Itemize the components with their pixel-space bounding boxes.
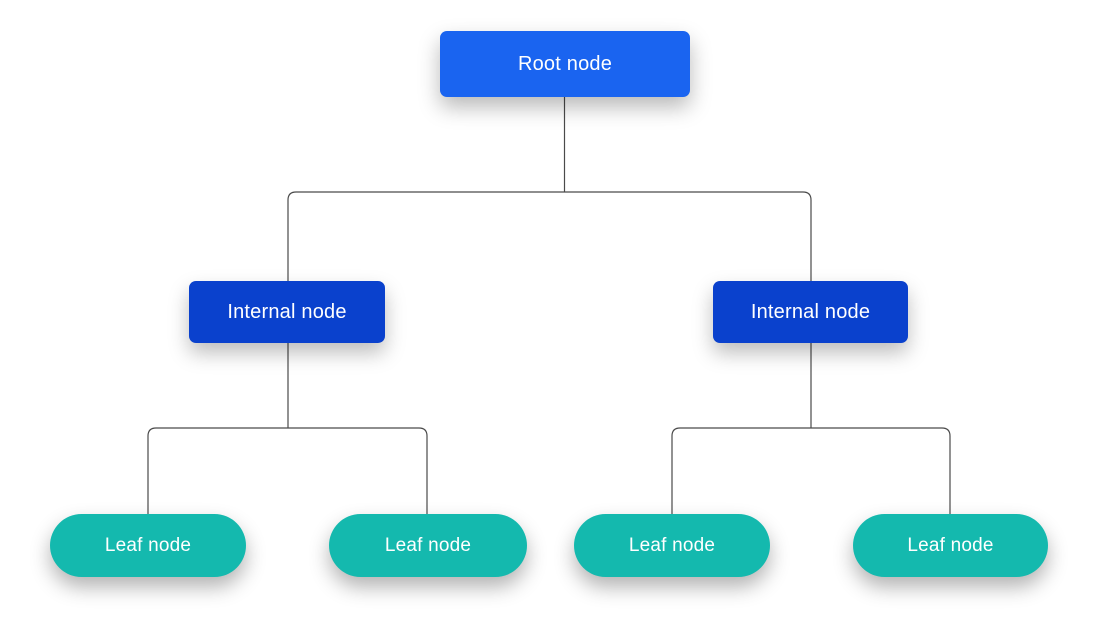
leaf-node-1-label: Leaf node xyxy=(104,534,192,556)
root-node-label: Root node xyxy=(517,52,613,75)
leaf-node-3-label: Leaf node xyxy=(628,534,716,556)
internal-node-right: Internal node xyxy=(713,281,908,343)
internal-node-left: Internal node xyxy=(189,281,385,343)
connector-right-leaf-bracket xyxy=(671,427,951,514)
root-node: Root node xyxy=(440,31,690,97)
leaf-node-3: Leaf node xyxy=(574,514,770,577)
leaf-node-1: Leaf node xyxy=(50,514,246,577)
leaf-node-4-label: Leaf node xyxy=(907,534,994,556)
leaf-node-2: Leaf node xyxy=(329,514,527,577)
leaf-node-4: Leaf node xyxy=(853,514,1048,577)
leaf-node-2-label: Leaf node xyxy=(384,534,472,556)
internal-node-left-label: Internal node xyxy=(227,300,347,323)
connector-left-leaf-bracket xyxy=(147,427,428,514)
connector-level1-bracket xyxy=(287,191,812,281)
internal-node-right-label: Internal node xyxy=(750,300,871,323)
